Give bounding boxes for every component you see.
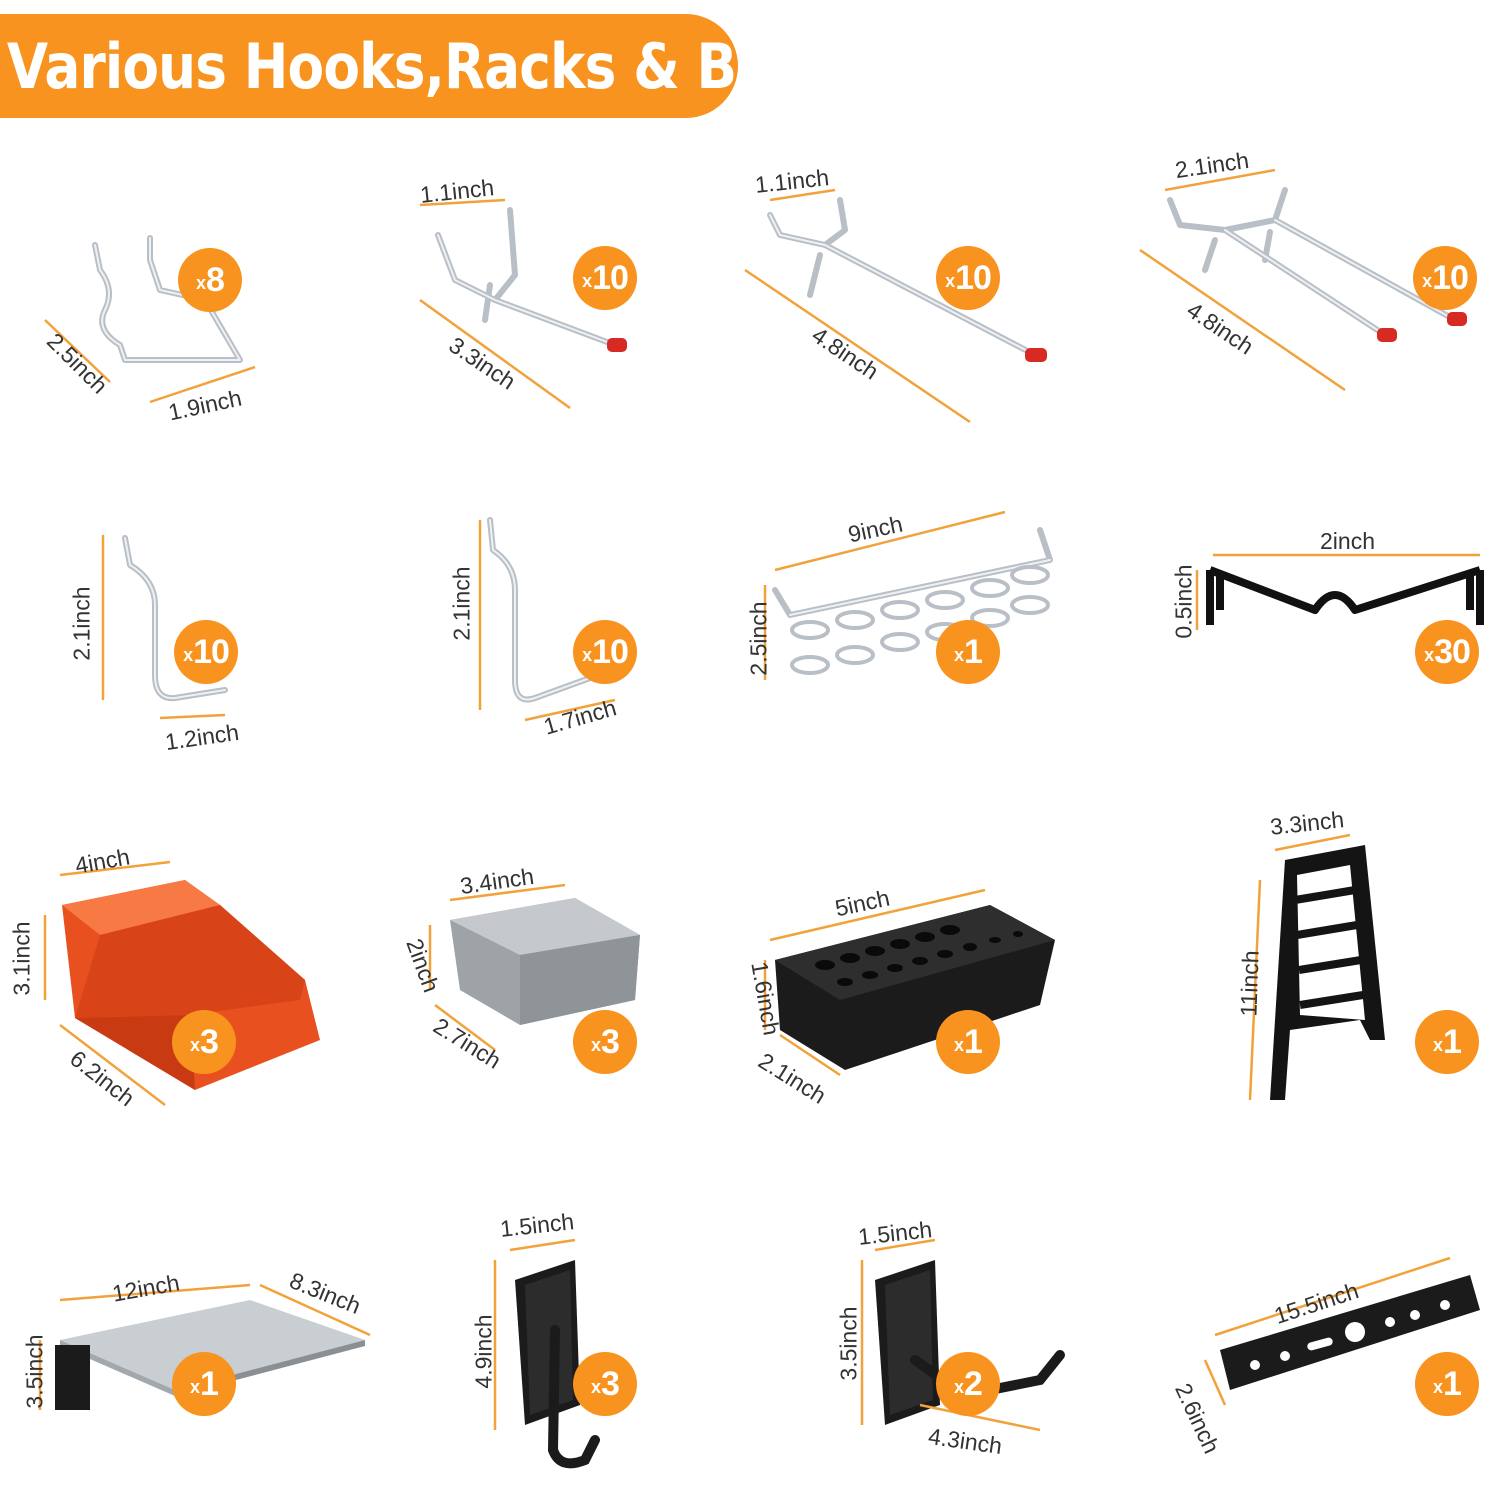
dim-label: 2inch xyxy=(1320,528,1375,554)
shelf-illustration xyxy=(38,1283,371,1410)
curved-hook-illustration xyxy=(44,235,256,404)
dim-label: 2.5inch xyxy=(745,601,772,676)
dim-label: 3.5inch xyxy=(835,1306,862,1381)
page-title: Various Hooks,Racks & Bins xyxy=(6,29,823,103)
black-hook-illustration xyxy=(860,1238,1065,1432)
drill-bit-holder-illustration xyxy=(763,888,1055,1077)
tool-strip-illustration xyxy=(1203,1256,1480,1406)
title-banner: Various Hooks,Racks & Bins xyxy=(0,14,823,118)
grey-bin-illustration xyxy=(428,883,640,1051)
dim-label: 0.5inch xyxy=(1170,564,1197,639)
single-hook-illustration xyxy=(419,198,627,410)
dim-label: 2.1inch xyxy=(448,566,475,641)
dim-label: 4.9inch xyxy=(470,1314,497,1389)
dim-label: 3.1inch xyxy=(8,921,35,996)
dim-label: 3.5inch xyxy=(21,1334,48,1409)
screwdriver-holder-illustration xyxy=(763,510,1053,680)
dim-label: 2.1inch xyxy=(68,586,95,661)
dim-label: 11inch xyxy=(1235,950,1264,1017)
black-hook-illustration xyxy=(493,1238,600,1469)
l-hook-illustration xyxy=(478,517,616,722)
single-hook-illustration xyxy=(744,188,1047,424)
l-hook-illustration xyxy=(101,535,228,720)
orange-bin-illustration xyxy=(43,860,320,1106)
pegboard-clip-illustration xyxy=(1195,553,1484,630)
wrench-rack-illustration xyxy=(1248,833,1385,1101)
double-hook-illustration xyxy=(1139,168,1467,392)
